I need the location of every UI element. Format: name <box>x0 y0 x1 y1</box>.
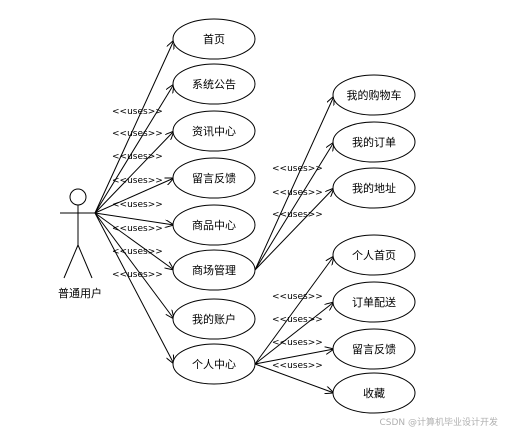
relation-cart <box>254 96 334 271</box>
relation-personal <box>94 212 174 364</box>
uses-label: <<uses>> <box>112 176 163 186</box>
usecase-personal-label: 个人中心 <box>192 358 236 371</box>
usecase-home <box>172 18 256 60</box>
usecase-personal-home-label: 个人首页 <box>352 248 396 262</box>
usecase-products-label: 商品中心 <box>192 218 236 232</box>
uses-label: <<uses>> <box>112 270 163 280</box>
usecase-personal-feedback <box>332 328 416 370</box>
watermark: CSDN @计算机毕业设计开发 <box>379 416 498 428</box>
uses-label: <<uses>> <box>272 315 323 325</box>
uses-label: <<uses>> <box>112 129 163 139</box>
relation-personal-home <box>254 256 334 365</box>
usecase-feedback <box>172 157 256 199</box>
usecase-favorites <box>332 372 416 414</box>
usecase-news <box>172 110 256 152</box>
usecase-address <box>332 167 416 209</box>
uses-label: <<uses>> <box>112 107 163 117</box>
usecase-delivery-label: 订单配送 <box>352 295 396 309</box>
usecase-mall-label: 商场管理 <box>192 263 236 277</box>
usecase-home-label: 首页 <box>203 32 225 46</box>
usecase-news-label: 资讯中心 <box>192 125 236 138</box>
uses-label: <<uses>> <box>272 292 323 302</box>
relation-personal-feedback <box>254 349 334 365</box>
relation-mall <box>94 212 174 270</box>
usecase-announcements-label: 系统公告 <box>192 78 236 91</box>
uses-label: <<uses>> <box>112 152 163 162</box>
usecase-cart <box>332 74 416 116</box>
actor-name: 普通用户 <box>58 286 102 300</box>
usecase-personal-feedback-label: 留言反馈 <box>352 343 396 356</box>
usecase-account-label: 我的账户 <box>192 312 236 326</box>
uses-label: <<uses>> <box>272 188 323 198</box>
relation-orders <box>254 142 334 271</box>
usecase-mall <box>172 249 256 291</box>
actor-figure <box>60 188 96 279</box>
relation-favorites <box>254 363 334 393</box>
usecase-favorites-label: 收藏 <box>363 386 385 400</box>
uses-label: <<uses>> <box>272 164 323 174</box>
usecase-delivery <box>332 281 416 323</box>
uses-label: <<uses>> <box>272 361 323 371</box>
relation-account <box>94 212 174 319</box>
uses-label: <<uses>> <box>272 210 323 220</box>
uses-label: <<uses>> <box>272 338 323 348</box>
relation-products <box>94 212 174 225</box>
usecase-personal-home <box>332 234 416 276</box>
relation-delivery <box>254 302 334 365</box>
usecase-orders <box>332 121 416 163</box>
relation-feedback <box>94 178 174 214</box>
usecase-orders-label: 我的订单 <box>352 135 396 149</box>
sub-relations <box>254 96 334 393</box>
uses-label: <<uses>> <box>112 247 163 257</box>
usecase-account <box>172 298 256 340</box>
usecase-cart-label: 我的购物车 <box>347 88 402 102</box>
uses-label: <<uses>> <box>112 224 163 234</box>
relation-announcements <box>94 84 174 214</box>
usecase-address-label: 我的地址 <box>352 181 396 195</box>
usecase-personal <box>172 343 256 385</box>
relation-home <box>94 40 174 214</box>
actor-relations <box>94 40 174 364</box>
usecase-products <box>172 204 256 246</box>
uses-label: <<uses>> <box>112 200 163 210</box>
usecase-feedback-label: 留言反馈 <box>192 172 236 185</box>
relation-news <box>94 131 174 214</box>
relation-address <box>254 188 334 271</box>
usecase-announcements <box>172 63 256 105</box>
